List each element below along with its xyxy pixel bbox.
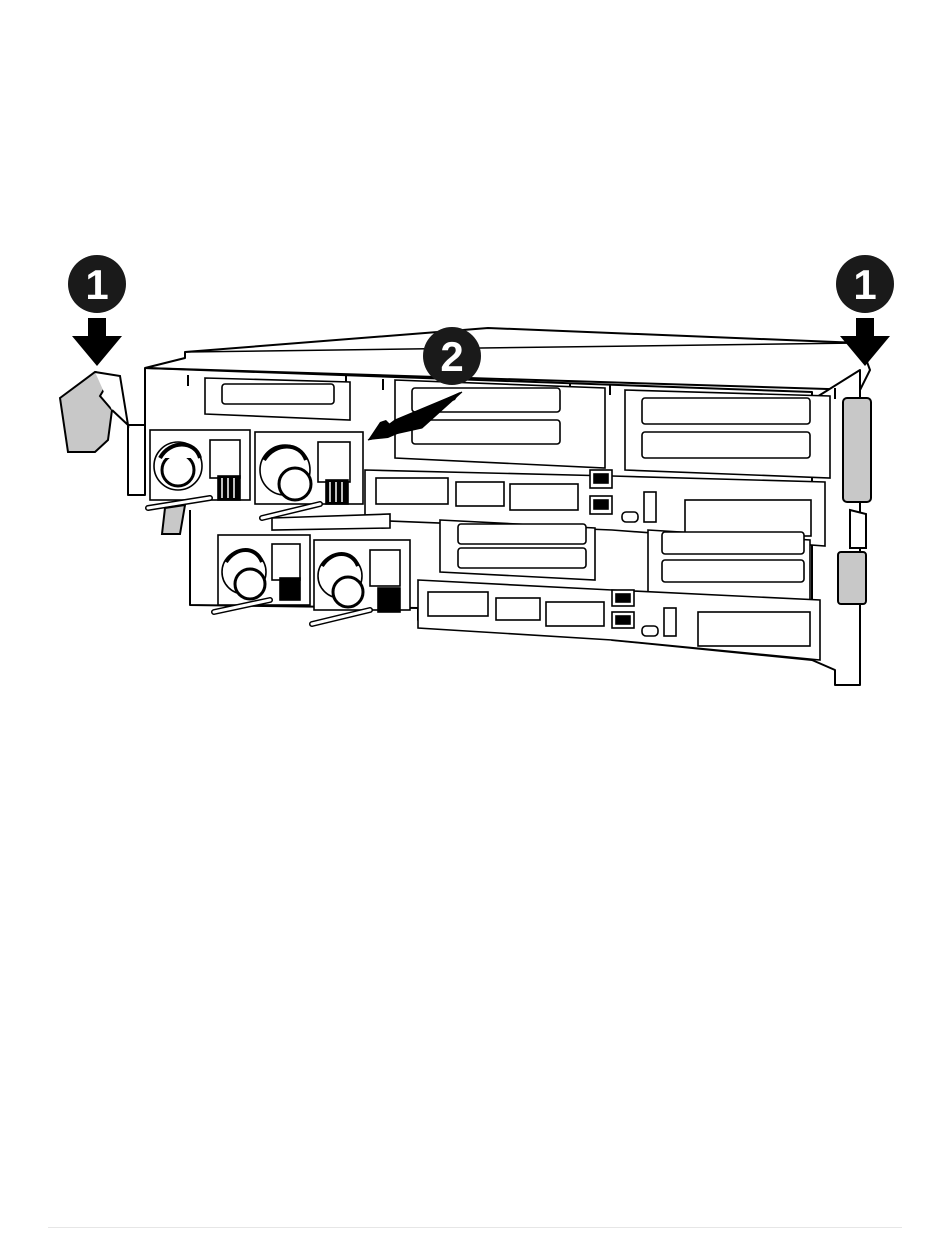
callout-1-right: 1 (836, 255, 894, 313)
psu-upper-left (148, 430, 250, 508)
callout-1-left-label: 1 (85, 261, 108, 308)
psu-lower-left (214, 535, 310, 612)
psu-lower-right (312, 540, 410, 624)
down-arrow-left (72, 318, 122, 366)
callout-1-right-label: 1 (853, 261, 876, 308)
footer-rule (48, 1227, 902, 1228)
callout-2: 2 (423, 327, 481, 385)
callout-1-left: 1 (68, 255, 126, 313)
callout-2-label: 2 (440, 333, 463, 380)
